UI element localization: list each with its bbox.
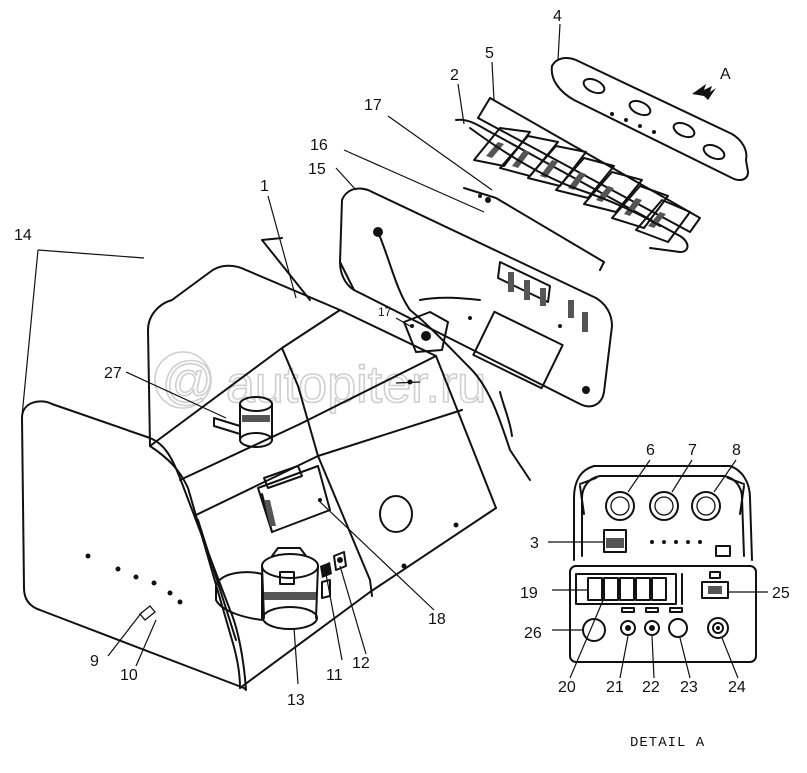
view-marker-label: A xyxy=(720,66,731,83)
part-5-bracket xyxy=(463,97,701,271)
parts-11-12 xyxy=(320,551,347,578)
callout-19: 19 xyxy=(520,585,538,602)
callout-11: 11 xyxy=(326,667,343,684)
part-27-component xyxy=(213,396,273,448)
part-2-switch-bank xyxy=(455,118,691,253)
callout-labels: 1 2 3 4 5 6 7 8 9 10 11 12 13 14 15 16 1… xyxy=(14,8,790,709)
callout-17-lower: 17 xyxy=(378,305,392,319)
callout-5: 5 xyxy=(485,45,494,62)
watermark: @ autopiter.ru xyxy=(154,351,487,415)
detail-a-view xyxy=(569,465,757,663)
callout-26: 26 xyxy=(524,625,542,642)
callout-22: 22 xyxy=(642,679,660,696)
callout-3: 3 xyxy=(530,535,539,552)
callout-25: 25 xyxy=(772,585,790,602)
callout-21: 21 xyxy=(606,679,624,696)
callout-1: 1 xyxy=(260,178,269,195)
callout-14: 14 xyxy=(14,227,32,244)
callout-23: 23 xyxy=(680,679,698,696)
callout-8: 8 xyxy=(732,442,741,459)
callout-20: 20 xyxy=(558,679,576,696)
callout-24: 24 xyxy=(728,679,746,696)
callout-6: 6 xyxy=(646,442,655,459)
callout-13: 13 xyxy=(287,692,305,709)
side-cover xyxy=(21,400,247,691)
view-arrow: A xyxy=(692,66,731,100)
callout-9: 9 xyxy=(90,653,99,670)
part-13-component xyxy=(215,547,331,630)
callout-4: 4 xyxy=(553,8,562,25)
callout-27: 27 xyxy=(104,365,122,382)
callout-18: 18 xyxy=(428,611,446,628)
callout-10: 10 xyxy=(120,667,138,684)
callout-17-upper: 17 xyxy=(364,97,382,114)
callout-2: 2 xyxy=(450,67,459,84)
detail-caption: DETAIL A xyxy=(630,735,705,751)
part-15-panel xyxy=(339,187,613,408)
callout-15: 15 xyxy=(308,161,326,178)
leader-lines xyxy=(21,23,768,685)
callout-7: 7 xyxy=(688,442,697,459)
harness-lower xyxy=(377,231,531,481)
part-1-gasket xyxy=(261,237,311,301)
part-18-module xyxy=(257,465,331,533)
part-4-face-plate xyxy=(550,57,749,181)
callout-16: 16 xyxy=(310,137,328,154)
callout-12: 12 xyxy=(352,655,370,672)
console-housing xyxy=(147,264,497,689)
watermark-text: autopiter.ru xyxy=(226,356,486,414)
